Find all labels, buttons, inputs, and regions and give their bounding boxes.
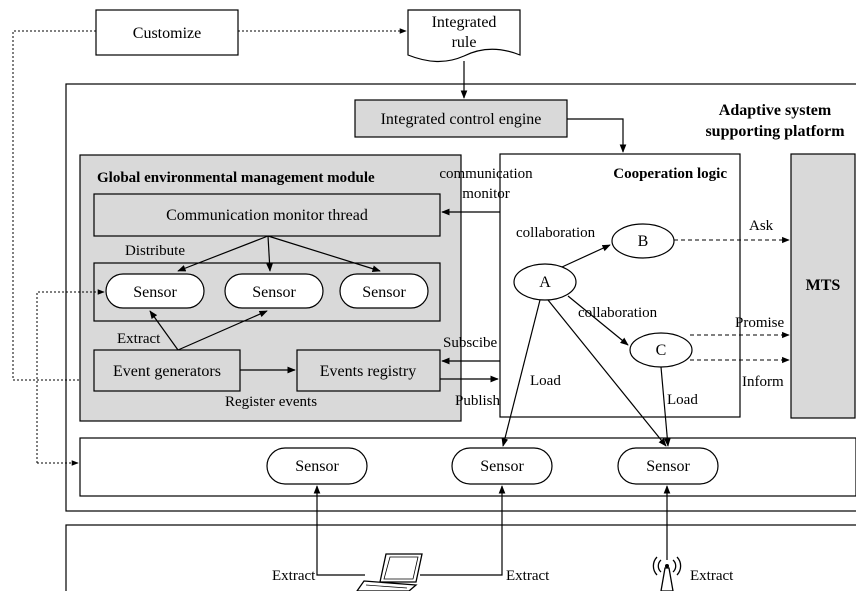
distribute-arrow-2 xyxy=(266,235,273,272)
collaboration-ab-arrow xyxy=(561,244,611,268)
event-generators-label: Event generators xyxy=(113,363,221,380)
ask-label: Ask xyxy=(749,218,774,234)
distribute-arrow-3 xyxy=(267,235,381,272)
mts-box xyxy=(790,153,856,419)
module-sensor-2-label: Sensor xyxy=(252,284,296,301)
load-a-label: Load xyxy=(530,373,561,389)
integrated-control-engine xyxy=(354,99,568,138)
collaboration-ac-label: collaboration xyxy=(578,305,658,321)
bottom-sensor-3 xyxy=(617,447,719,485)
communication-monitor-label-line2: monitor xyxy=(462,186,510,202)
collaboration-ab-label: collaboration xyxy=(516,225,596,241)
engine-to-cooperation-arrow xyxy=(567,118,627,153)
publish-label: Publish xyxy=(455,393,501,409)
feedback-to-module-sensors xyxy=(36,289,105,463)
integrated-control-engine-label: Integrated control engine xyxy=(381,111,542,128)
cooperation-logic-title: Cooperation logic xyxy=(613,166,727,182)
load-c-arrow xyxy=(660,366,671,447)
module-sensor-1 xyxy=(105,273,205,309)
bottom-sensor-3-label: Sensor xyxy=(646,458,690,475)
node-b xyxy=(611,223,675,259)
extract-label-2: Extract xyxy=(506,568,550,584)
integrated-rule-label-line1: Integrated xyxy=(432,14,497,31)
platform-title-line1: Adaptive system xyxy=(719,102,832,119)
extract-arrow-1 xyxy=(149,310,179,351)
mts-label: MTS xyxy=(806,277,841,294)
bottom-sensor-1 xyxy=(266,447,368,485)
node-a xyxy=(513,263,577,301)
node-c-label: C xyxy=(656,342,667,359)
register-events-label: Register events xyxy=(225,394,317,410)
extract-label-3: Extract xyxy=(690,568,734,584)
devices-box xyxy=(65,524,856,591)
global-module-title: Global environmental management module xyxy=(97,170,375,186)
events-registry-box xyxy=(296,349,441,392)
module-sensor-1-label: Sensor xyxy=(133,284,177,301)
load-a-arrow xyxy=(501,299,541,447)
module-sensor-3-label: Sensor xyxy=(362,284,406,301)
load-c-label: Load xyxy=(667,392,698,408)
promise-label: Promise xyxy=(735,315,785,331)
load-a-arrow-2 xyxy=(547,299,667,447)
distribute-label: Distribute xyxy=(125,243,185,259)
bottom-sensor-2-label: Sensor xyxy=(480,458,524,475)
integrated-rule-label-line2: rule xyxy=(452,34,477,51)
module-sensor-2 xyxy=(224,273,324,309)
customize-box xyxy=(95,9,239,56)
bottom-sensor-2 xyxy=(451,447,553,485)
platform-box xyxy=(65,83,856,512)
events-registry-label: Events registry xyxy=(320,363,416,380)
customize-label: Customize xyxy=(133,25,201,42)
platform-title-line2: supporting platform xyxy=(705,123,845,140)
laptop-extract-line-2 xyxy=(420,485,506,576)
laptop-extract-line-1 xyxy=(313,485,365,576)
module-sensor-3 xyxy=(339,273,429,309)
module-extract-label: Extract xyxy=(117,331,161,347)
extract-label-1: Extract xyxy=(272,568,316,584)
integrated-rule-document xyxy=(407,9,521,63)
distribute-arrow-1 xyxy=(177,235,269,272)
inform-label: Inform xyxy=(742,374,784,390)
collaboration-ac-arrow xyxy=(567,295,629,346)
node-a-label: A xyxy=(539,274,551,291)
communication-monitor-thread-label: Communication monitor thread xyxy=(166,207,368,224)
communication-monitor-thread xyxy=(93,193,441,237)
subscribe-label: Subscibe xyxy=(443,335,498,351)
bottom-sensor-1-label: Sensor xyxy=(295,458,339,475)
extract-arrow-2 xyxy=(177,310,268,351)
node-b-label: B xyxy=(638,233,649,250)
antenna-icon xyxy=(652,556,682,591)
communication-monitor-label-line1: communication xyxy=(439,166,533,182)
laptop-icon xyxy=(356,553,423,591)
